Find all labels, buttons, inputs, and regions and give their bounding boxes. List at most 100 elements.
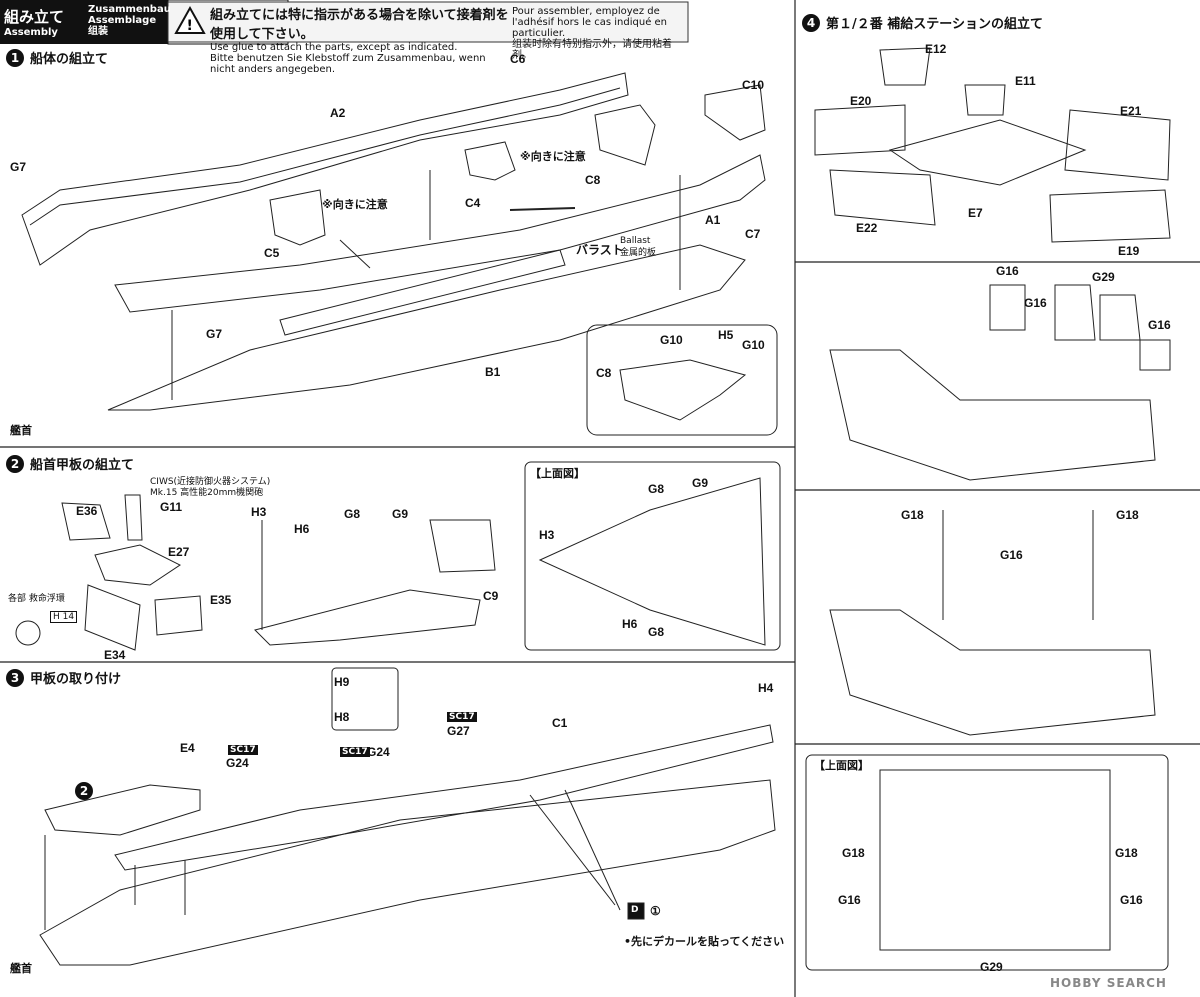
part-label: C1 xyxy=(552,716,568,730)
part-label: G18 xyxy=(842,846,865,860)
decal-note: •先にデカールを貼ってください xyxy=(624,935,785,948)
part-label: G9 xyxy=(392,507,409,521)
part-label: G10 xyxy=(660,333,683,347)
part-label: E22 xyxy=(856,221,878,235)
part-label: G24 xyxy=(226,756,249,770)
part-label: G11 xyxy=(160,500,183,514)
part-label: A1 xyxy=(705,213,721,227)
step-number: 3 xyxy=(6,668,24,687)
part-label: C9 xyxy=(483,589,499,603)
sc-ref: SC17 xyxy=(447,712,477,722)
part-label: H6 xyxy=(622,617,638,631)
part-label: G7 xyxy=(206,327,223,341)
svg-text:!: ! xyxy=(187,18,193,34)
watermark: HOBBY SEARCH xyxy=(1050,976,1167,990)
part-label: G18 xyxy=(1116,508,1139,522)
step-title-text: 甲板の取り付け xyxy=(30,672,122,687)
part-label: G16 xyxy=(1148,318,1171,332)
part-label: G29 xyxy=(980,960,1003,974)
header-title: 組み立て Assembly xyxy=(4,6,64,38)
part-label: E35 xyxy=(210,593,232,607)
orientation-note: ※向きに注意 xyxy=(520,150,586,163)
part-label: G7 xyxy=(10,160,27,174)
top-view-title: 【上面図】 xyxy=(530,467,585,480)
step-number: 1 xyxy=(6,48,24,67)
part-label: G8 xyxy=(648,482,665,496)
part-label: E4 xyxy=(180,741,195,755)
part-label: C8 xyxy=(585,173,601,187)
bow-direction: 艦首 xyxy=(10,424,32,437)
part-label: E19 xyxy=(1118,244,1140,258)
warning-fr: Pour assembler, employez de l'adhésif ho… xyxy=(512,6,668,39)
part-label: H4 xyxy=(758,681,774,695)
glue-warning-2: Pour assembler, employez de l'adhésif ho… xyxy=(512,6,684,61)
part-label: G18 xyxy=(901,508,924,522)
bow-direction: 艦首 xyxy=(10,962,32,975)
part-label: E11 xyxy=(1015,74,1036,88)
part-label: H3 xyxy=(251,505,267,519)
decal-number: ① xyxy=(650,904,661,918)
part-label: C7 xyxy=(745,227,761,241)
title-fr: Assemblage xyxy=(88,15,157,26)
warning-de: Bitte benutzen Sie Klebstoff zum Zusamme… xyxy=(210,53,486,75)
part-label: H5 xyxy=(718,328,734,342)
step-2-title: 2 船首甲板の組立て xyxy=(6,454,134,473)
orientation-note: ※向きに注意 xyxy=(322,198,388,211)
part-label: E20 xyxy=(850,94,872,108)
ciws-caption: CIWS(近接防御火器システム) xyxy=(150,477,271,487)
part-label: E36 xyxy=(76,504,98,518)
part-label: G16 xyxy=(1024,296,1047,310)
part-label: G16 xyxy=(838,893,861,907)
part-label: C4 xyxy=(465,196,481,210)
part-label: G16 xyxy=(1120,893,1143,907)
part-label: H9 xyxy=(334,675,350,689)
part-label: C6 xyxy=(510,52,526,66)
part-label: H8 xyxy=(334,710,350,724)
decal-box: D xyxy=(631,905,639,915)
part-label: H6 xyxy=(294,522,310,536)
part-label: E7 xyxy=(968,206,983,220)
part-label: A2 xyxy=(330,106,346,120)
part-label: H3 xyxy=(539,528,555,542)
step-4-title: 4 第１/２番 補給ステーションの組立て xyxy=(802,13,1043,32)
title-cn: 组装 xyxy=(88,26,108,37)
sc-ref: SC17 xyxy=(228,745,258,755)
step-title-text: 船体の組立て xyxy=(30,52,109,67)
part-label: C8 xyxy=(596,366,612,380)
warning-en: Use glue to attach the parts, except as … xyxy=(210,42,458,53)
part-label: G24 xyxy=(367,745,390,759)
part-label: E34 xyxy=(104,648,126,662)
step-number: 2 xyxy=(6,454,24,473)
step-title-text: 第１/２番 補給ステーションの組立て xyxy=(826,17,1044,32)
ciws-caption: Mk.15 高性能20mm機関砲 xyxy=(150,488,264,498)
glue-warning: 組み立てには特に指示がある場合を除いて接着剤を使用して下さい。 Use glue… xyxy=(210,4,510,75)
step-1-title: 1 船体の組立て xyxy=(6,48,108,67)
title-en: Assembly xyxy=(4,27,58,38)
part-label: G8 xyxy=(648,625,665,639)
title-jp: 組み立て xyxy=(4,8,65,26)
lifebuoy-note: 各部 救命浮環 xyxy=(8,594,65,604)
warning-cn: 组装时除有特别指示外，请使用粘着剂。 xyxy=(512,39,672,61)
part-label: G8 xyxy=(344,507,361,521)
part-label: G18 xyxy=(1115,846,1138,860)
part-label: B1 xyxy=(485,365,501,379)
part-label: E21 xyxy=(1120,104,1142,118)
part-label: G16 xyxy=(996,264,1019,278)
lifebuoy-ref: H 14 xyxy=(50,611,78,623)
ballast-label-en: Ballast xyxy=(620,236,651,246)
step-title-text: 船首甲板の組立て xyxy=(30,458,135,473)
warning-jp: 組み立てには特に指示がある場合を除いて接着剤を使用して下さい。 xyxy=(210,8,509,42)
header-title-langs: Zusammenbau Assemblage 组装 xyxy=(88,4,171,37)
top-view-title: 【上面図】 xyxy=(814,759,869,772)
part-label: G10 xyxy=(742,338,765,352)
step-number: 4 xyxy=(802,13,820,32)
part-label: G16 xyxy=(1000,548,1023,562)
ballast-label: バラスト xyxy=(576,243,624,257)
part-label: C5 xyxy=(264,246,280,260)
ballast-label-cn: 金属的板 xyxy=(620,248,657,258)
part-label: E12 xyxy=(925,42,947,56)
part-label: C10 xyxy=(742,78,765,92)
part-label: G9 xyxy=(692,476,709,490)
title-de: Zusammenbau xyxy=(88,4,171,15)
